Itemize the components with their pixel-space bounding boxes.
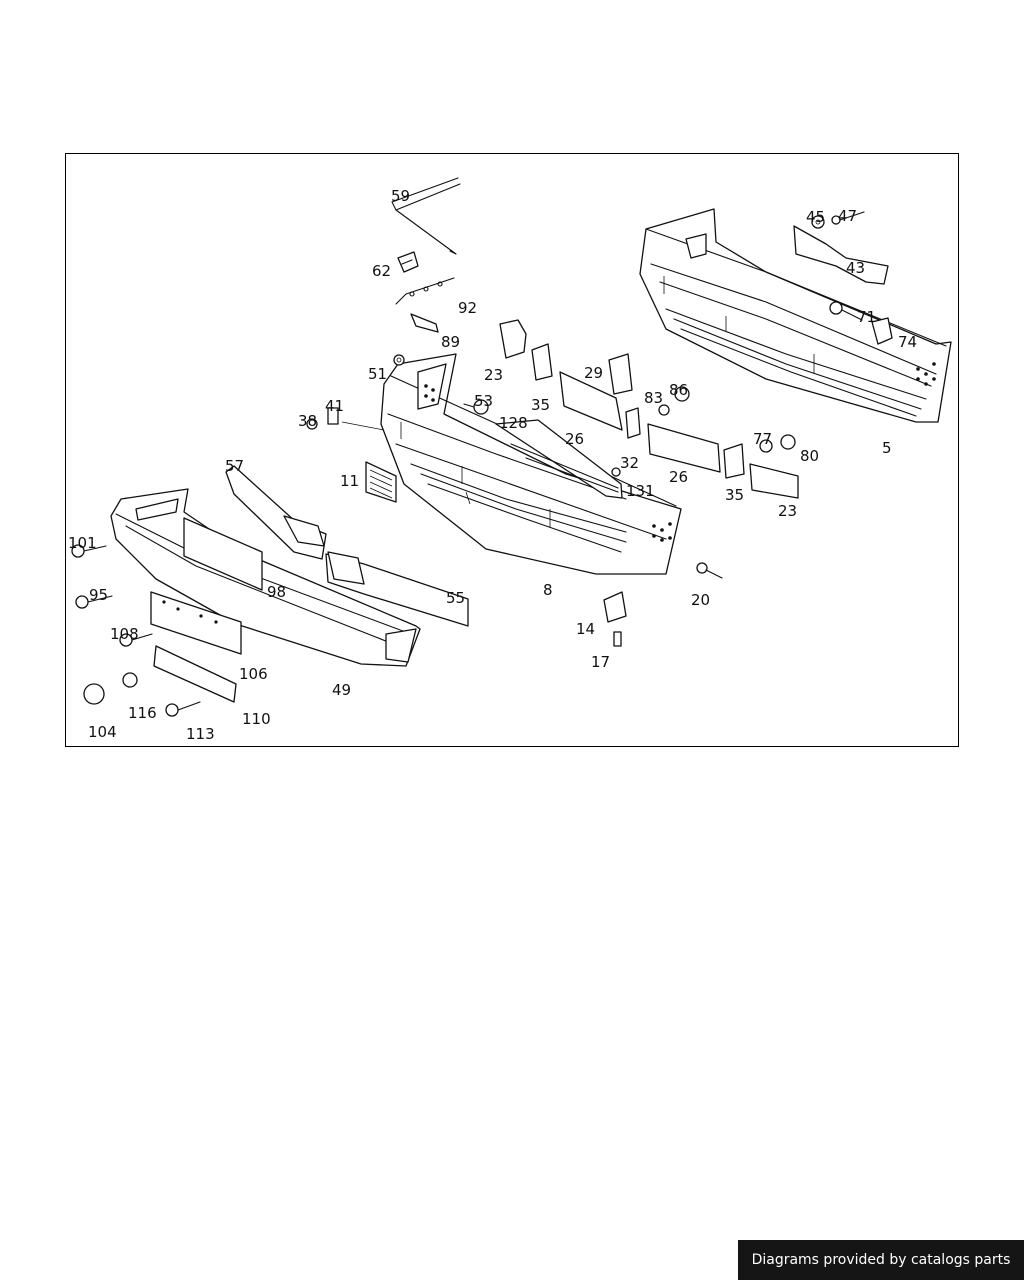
callout-47: 47 xyxy=(838,207,857,225)
part-26-upper xyxy=(559,371,623,431)
callout-49: 49 xyxy=(332,681,351,699)
callout-17: 17 xyxy=(591,653,610,671)
trim-part-59 xyxy=(391,177,461,255)
plate-part-98 xyxy=(183,517,263,591)
fastener-131 xyxy=(611,467,621,477)
callout-labels: 59 62 92 89 51 23 35 29 53 128 41 38 83 86 45 47 43 71 74 2… xyxy=(68,187,917,743)
fastener-51 xyxy=(393,354,405,366)
callout-51: 51 xyxy=(368,365,387,383)
grille-part-128 xyxy=(495,419,623,499)
fastener-77 xyxy=(759,439,773,453)
callout-23-secondary: 23 xyxy=(778,502,797,520)
callout-128: 128 xyxy=(499,414,528,432)
callout-14: 14 xyxy=(576,620,595,638)
callout-32: 32 xyxy=(620,454,639,472)
callout-62: 62 xyxy=(372,262,391,280)
callout-53: 53 xyxy=(474,392,493,410)
fastener-47 xyxy=(831,211,865,225)
callout-113: 113 xyxy=(186,725,215,743)
callout-29: 29 xyxy=(584,364,603,382)
fastener-108 xyxy=(119,633,153,647)
callout-108: 108 xyxy=(110,625,139,643)
callout-95: 95 xyxy=(89,586,108,604)
fastener-80 xyxy=(780,434,796,450)
credit-banner: Diagrams provided by catalogs parts xyxy=(738,1240,1024,1280)
callout-83: 83 xyxy=(644,389,663,407)
callout-106: 106 xyxy=(239,665,268,683)
callout-77: 77 xyxy=(753,430,772,448)
part-26-lower xyxy=(647,423,721,473)
fastener-104 xyxy=(83,683,105,705)
callout-26: 26 xyxy=(565,430,584,448)
strip-part-55 xyxy=(325,551,469,627)
callout-45: 45 xyxy=(806,208,825,226)
callout-110: 110 xyxy=(242,710,271,728)
fastener-83 xyxy=(658,404,670,416)
callout-41: 41 xyxy=(325,397,344,415)
bracket-part-43 xyxy=(793,225,889,285)
fastener-53 xyxy=(463,399,489,415)
callout-92: 92 xyxy=(458,299,477,317)
holder-part-106 xyxy=(150,591,242,655)
callout-89: 89 xyxy=(441,333,460,351)
fastener-101 xyxy=(71,544,107,558)
callout-74: 74 xyxy=(898,333,917,351)
callout-131: 131 xyxy=(626,482,655,500)
callout-35: 35 xyxy=(531,396,550,414)
callout-57: 57 xyxy=(225,457,244,475)
fastener-38 xyxy=(306,418,318,430)
callout-43: 43 xyxy=(846,259,865,277)
callout-98: 98 xyxy=(267,583,286,601)
part-35-upper xyxy=(531,343,553,381)
callout-23: 23 xyxy=(484,366,503,384)
fastener-14 xyxy=(603,591,627,623)
part-29 xyxy=(608,353,633,395)
strip-part-110 xyxy=(153,645,237,703)
exploded-bumper-diagram: 59 62 92 89 51 23 35 29 53 128 41 38 83 86 45 47 43 71 74 2… xyxy=(68,177,952,743)
fastener-95 xyxy=(75,595,113,609)
part-23-upper xyxy=(499,319,527,359)
callout-55: 55 xyxy=(446,589,465,607)
fastener-20 xyxy=(696,562,723,579)
part-35-lower xyxy=(723,443,745,479)
fastener-71 xyxy=(829,301,863,321)
fastener-86 xyxy=(674,386,690,402)
callout-11: 11 xyxy=(340,472,359,490)
callout-38: 38 xyxy=(298,412,317,430)
callout-26-secondary: 26 xyxy=(669,468,688,486)
rear-bumper-part-5 xyxy=(639,208,952,423)
parts-diagram-frame: 59 62 92 89 51 23 35 29 53 128 41 38 83 86 45 47 43 71 74 2… xyxy=(65,153,959,747)
fastener-116 xyxy=(122,672,138,688)
part-32 xyxy=(625,407,641,439)
clip-part-62 xyxy=(397,251,419,273)
fastener-17 xyxy=(613,631,622,647)
insert-part-11 xyxy=(365,461,397,503)
bracket-part-92 xyxy=(395,277,455,305)
callout-104: 104 xyxy=(88,723,117,741)
part-74 xyxy=(871,317,893,345)
fastener-45 xyxy=(811,215,825,229)
part-23-lower xyxy=(749,463,799,499)
callout-71: 71 xyxy=(857,308,876,326)
callout-8: 8 xyxy=(543,581,553,599)
callout-59: 59 xyxy=(391,187,410,205)
callout-20: 20 xyxy=(691,591,710,609)
callout-116: 116 xyxy=(128,704,157,722)
bracket-part-89 xyxy=(410,313,439,333)
fastener-113 xyxy=(165,701,201,717)
fastener-41 xyxy=(327,407,339,425)
callout-5: 5 xyxy=(882,439,892,457)
callout-80: 80 xyxy=(800,447,819,465)
callout-101: 101 xyxy=(68,534,97,552)
callout-35-secondary: 35 xyxy=(725,486,744,504)
credit-text: Diagrams provided by catalogs parts xyxy=(751,1252,1011,1268)
callout-86: 86 xyxy=(669,381,688,399)
strip-part-57 xyxy=(225,465,327,560)
